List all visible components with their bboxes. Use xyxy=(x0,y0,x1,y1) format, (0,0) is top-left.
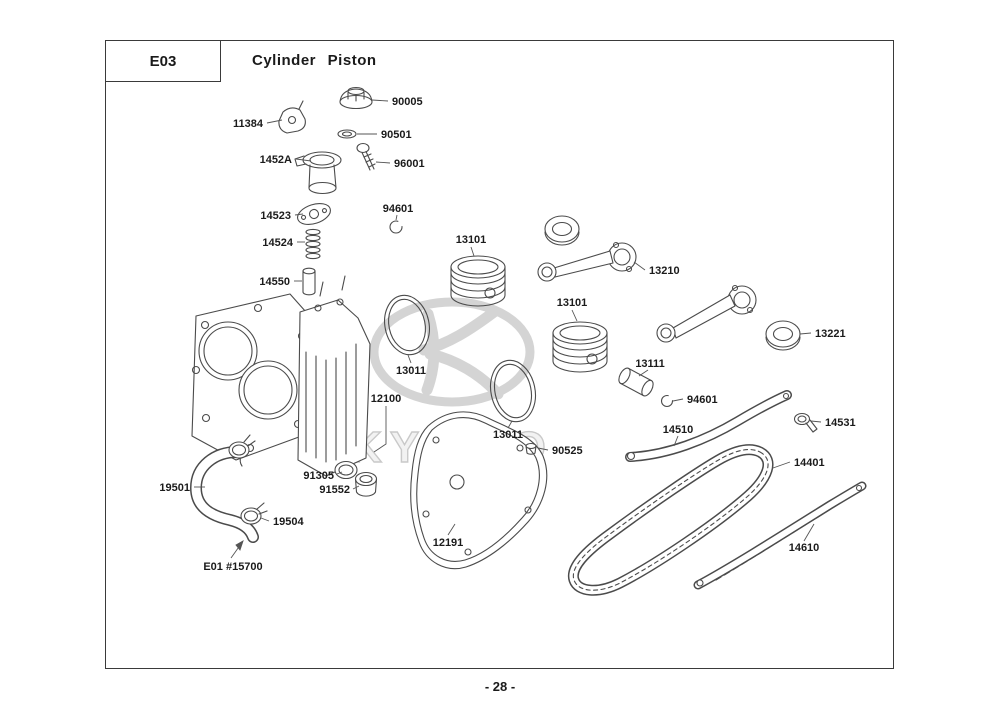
cam-chain-guide-lower xyxy=(693,481,867,590)
part-label-90525: 90525 xyxy=(552,445,583,457)
hose-clamp-19504 xyxy=(240,502,268,525)
part-label-11384: 11384 xyxy=(233,118,264,130)
piston-pin-bushing-rear xyxy=(765,320,801,351)
part-label-13011-b: 13011 xyxy=(493,429,523,441)
cylinder-block xyxy=(191,275,371,477)
part-label-14523: 14523 xyxy=(260,210,291,222)
part-label-12100: 12100 xyxy=(371,393,402,405)
part-label-96001: 96001 xyxy=(394,158,425,170)
guide-bolt xyxy=(793,412,818,433)
tensioner-plate xyxy=(297,202,331,226)
part-label-94601-a: 94601 xyxy=(383,203,414,215)
piston-pin xyxy=(618,367,654,397)
coolant-hose xyxy=(190,446,259,543)
part-label-19501: 19501 xyxy=(159,482,190,494)
part-label-91552: 91552 xyxy=(319,484,350,496)
piston-front xyxy=(450,255,506,307)
part-label-13111: 13111 xyxy=(635,358,664,370)
part-label-19504: 19504 xyxy=(273,516,304,528)
part-label-90501: 90501 xyxy=(381,129,412,141)
connecting-rod-front xyxy=(537,241,637,282)
piston-ring-set-front xyxy=(384,294,430,356)
part-label-13011-a: 13011 xyxy=(396,365,426,377)
dowel-pin-90525 xyxy=(525,442,537,455)
part-labels: 90005 11384 90501 1452A 96001 14523 9460… xyxy=(159,96,855,573)
part-label-12191: 12191 xyxy=(433,537,464,549)
cap-washer xyxy=(337,129,357,139)
part-label-13101-b: 13101 xyxy=(557,297,588,309)
part-label-1452A: 1452A xyxy=(260,154,292,166)
filler-neck xyxy=(294,151,342,195)
connecting-rod-rear xyxy=(656,284,757,343)
piston-ring-set-rear xyxy=(489,359,537,423)
part-label-14510: 14510 xyxy=(663,424,694,436)
spring xyxy=(305,228,321,260)
section-code-box: E03 xyxy=(105,40,221,82)
dowel-pin-14550 xyxy=(302,267,316,296)
piston-pin-circlip-front xyxy=(389,220,403,234)
page-number: - 28 - xyxy=(484,679,516,694)
leader-lines xyxy=(194,99,822,559)
part-label-13210: 13210 xyxy=(649,265,680,277)
cam-chain-guide-upper xyxy=(625,390,792,462)
cap-bracket xyxy=(278,100,306,134)
piston-pin-circlip-rear xyxy=(660,394,674,408)
part-label-14524: 14524 xyxy=(262,237,293,249)
part-label-94601-b: 94601 xyxy=(687,394,718,406)
part-label-14550: 14550 xyxy=(259,276,290,288)
part-label-14610: 14610 xyxy=(789,542,820,554)
piston-rear xyxy=(552,321,608,373)
part-label-14531: 14531 xyxy=(825,417,856,429)
section-code: E03 xyxy=(149,52,177,70)
part-label-90005: 90005 xyxy=(392,96,423,108)
neck-bolt xyxy=(356,142,376,171)
part-label-14401: 14401 xyxy=(794,457,825,469)
cam-chain xyxy=(567,444,774,596)
part-label-13221: 13221 xyxy=(815,328,846,340)
o-ring xyxy=(334,460,358,480)
collar xyxy=(354,471,378,497)
cylinder-gasket xyxy=(410,411,548,570)
part-label-e01-ref: E01 #15700 xyxy=(203,561,262,573)
piston-pin-bushing-upper xyxy=(544,215,580,246)
part-label-91305: 91305 xyxy=(303,470,334,482)
oil-filler-cap xyxy=(339,86,373,110)
part-label-13101-a: 13101 xyxy=(456,234,487,246)
hose-clamp-upper xyxy=(228,434,256,459)
page-title: Cylinder Piston xyxy=(252,52,377,69)
